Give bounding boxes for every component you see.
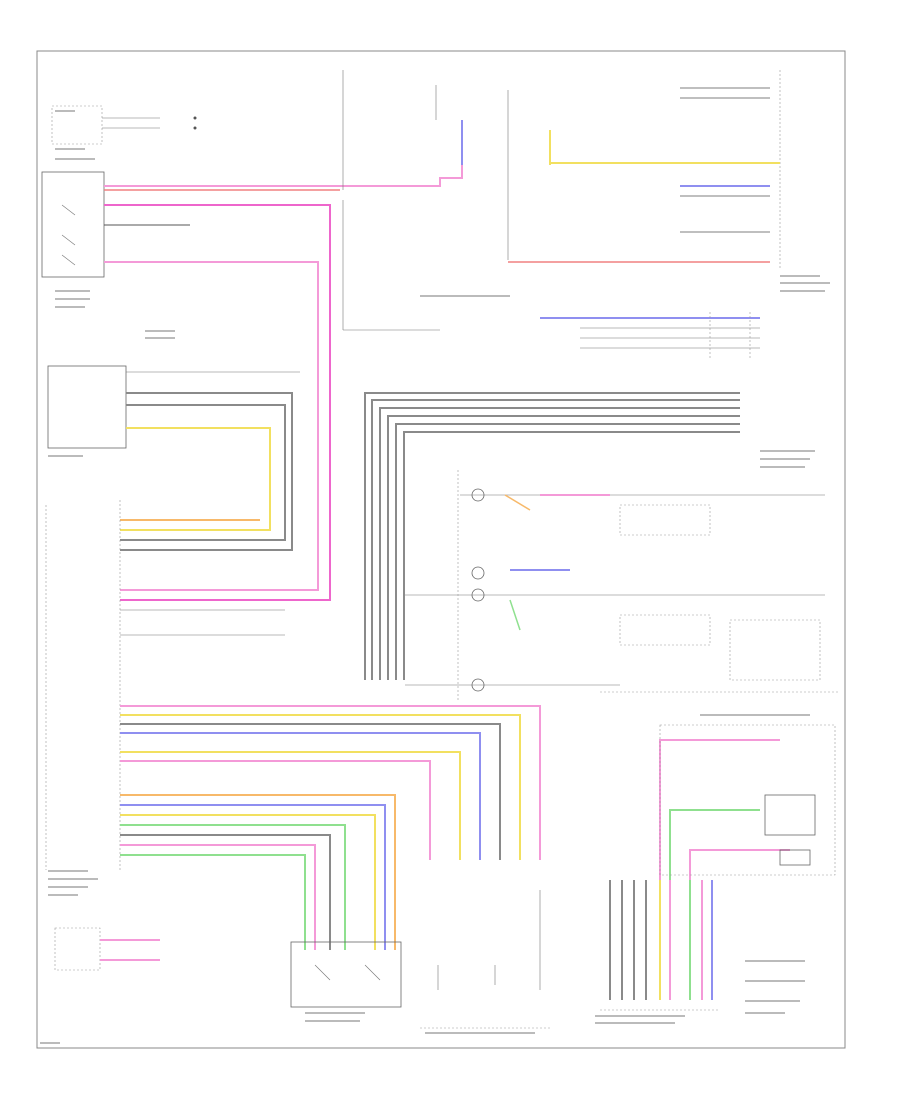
mid-right-connector	[540, 312, 760, 360]
label-marks	[40, 110, 830, 1044]
wire-magenta-2	[104, 261, 319, 591]
top-left-module	[51, 105, 197, 145]
wire-gray-left-1	[120, 392, 293, 551]
wire-pink-top	[104, 120, 463, 187]
bottom-middle-connector	[420, 890, 550, 1029]
bottom-right-tcm	[600, 724, 836, 1011]
left-pcm-module	[45, 500, 285, 870]
wire-yellow-left	[120, 427, 271, 531]
top-right-connector	[508, 70, 781, 270]
gray-bundle	[364, 392, 740, 680]
diagram-frame	[36, 50, 846, 1049]
wire-magenta-1	[104, 204, 331, 601]
bottom-center-module	[290, 941, 402, 1008]
top-center-harness	[342, 70, 551, 331]
right-sensor-connectors	[405, 470, 838, 700]
lower-left-bundle	[120, 705, 541, 950]
bottom-left-switch	[54, 927, 160, 971]
wire-gray-left-2	[120, 404, 286, 541]
left-switch-module-2	[47, 365, 300, 449]
left-switch-module	[41, 171, 105, 278]
